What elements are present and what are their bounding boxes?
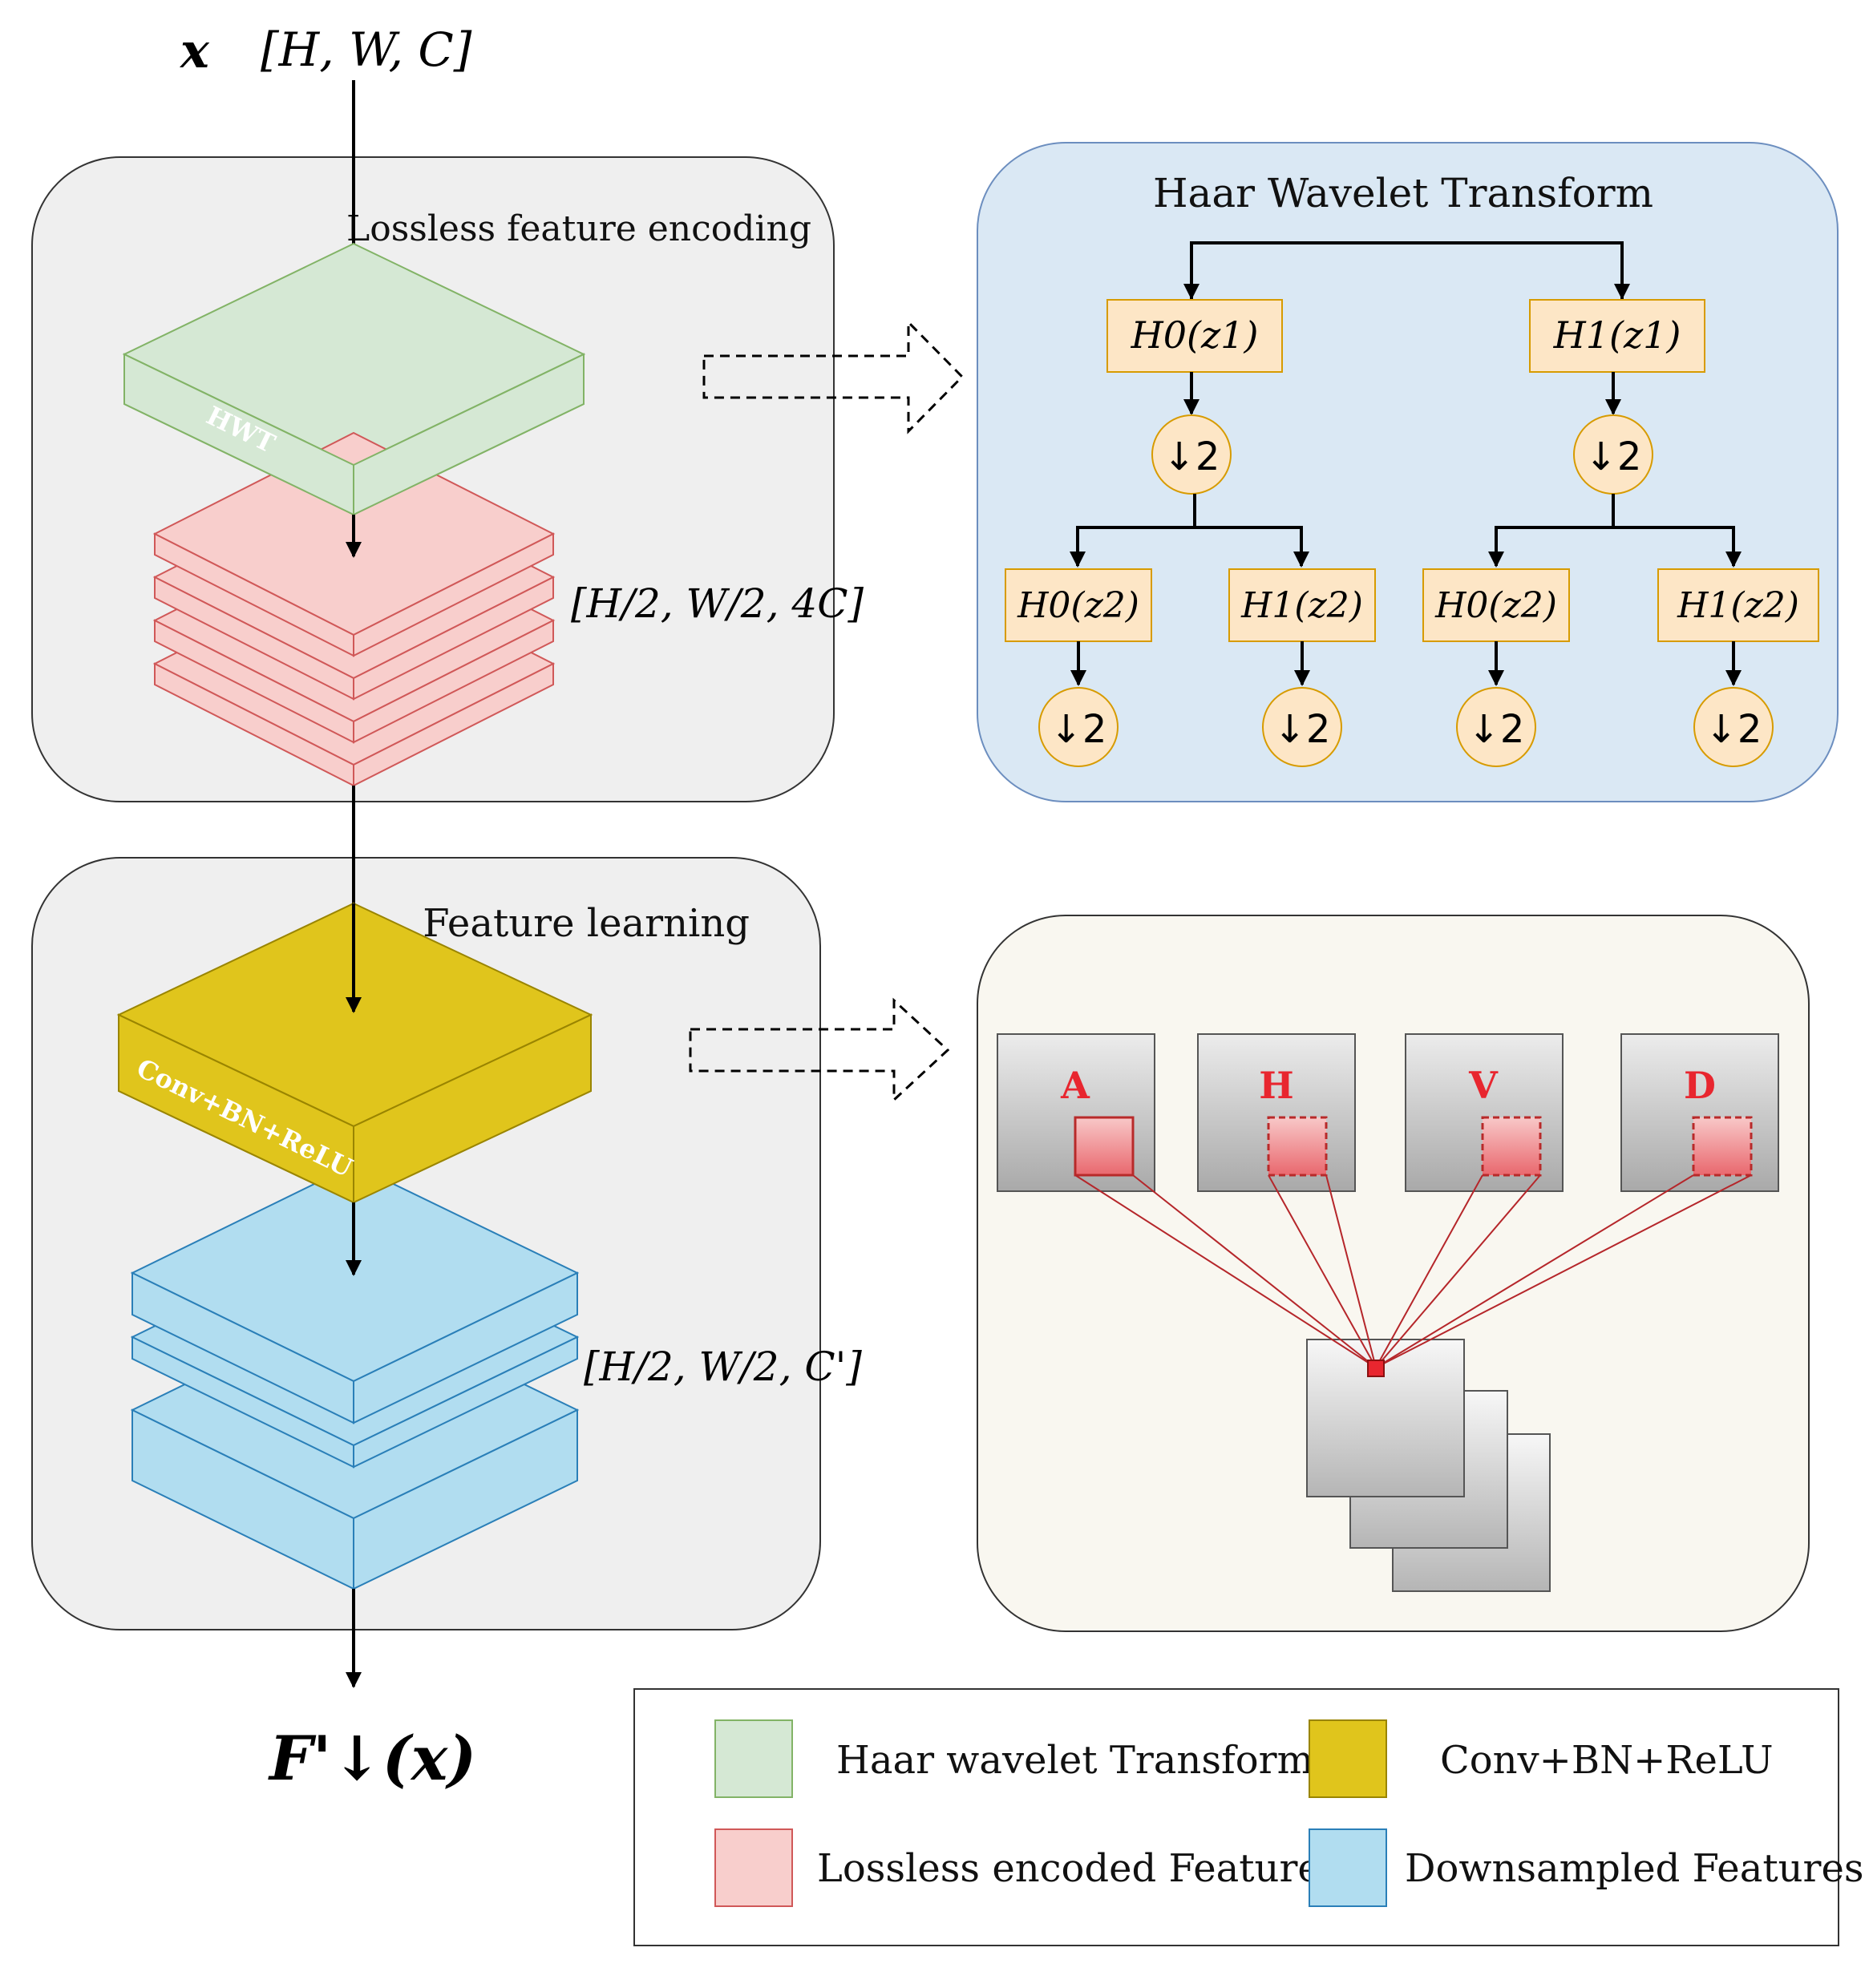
svg-text:H0(z1): H0(z1) (1131, 313, 1259, 357)
svg-text:↓2: ↓2 (1705, 707, 1762, 752)
lossless-features-stack: HWT (123, 353, 585, 787)
svg-text:Conv+BN+ReLU: Conv+BN+ReLU (1440, 1738, 1774, 1783)
svg-text:H1(z2): H1(z2) (1240, 585, 1363, 626)
downsample-l2-b: ↓2 (1262, 687, 1342, 767)
legend-item-conv: Conv+BN+ReLU (1309, 1719, 1774, 1798)
svg-text:↓2: ↓2 (1163, 434, 1220, 479)
band-h-label: H (1259, 1064, 1293, 1107)
input-variable: x (179, 23, 210, 79)
legend-box (633, 1688, 1839, 1946)
output-label: F'↓(x) (268, 1723, 476, 1794)
subband-connections (1074, 1174, 1752, 1368)
dashed-arrow-encoding (702, 319, 965, 434)
haar-panel-title: Haar Wavelet Transform (1153, 170, 1653, 216)
band-v-label: V (1468, 1064, 1499, 1107)
filter-h0-z2-c: H0(z2) (1422, 568, 1570, 642)
legend-item-hwt: Haar wavelet Transform (714, 1719, 1313, 1798)
band-d-label: D (1684, 1064, 1716, 1107)
band-a: A (997, 1033, 1155, 1192)
filter-h0-z2-a: H0(z2) (1005, 568, 1152, 642)
svg-text:H1(z1): H1(z1) (1553, 313, 1681, 357)
downsample-l1-left: ↓2 (1151, 414, 1232, 495)
legend-item-downsampled: Downsampled Features (1309, 1828, 1864, 1907)
downsample-l1-right: ↓2 (1573, 414, 1653, 495)
downsample-l2-d: ↓2 (1693, 687, 1774, 767)
output-pixel (1367, 1360, 1385, 1377)
encoding-panel-title: Lossless feature encoding (346, 208, 811, 249)
filter-h1-z2-d: H1(z2) (1657, 568, 1819, 642)
svg-text:↓2: ↓2 (1274, 707, 1331, 752)
learning-shape-label: [H/2, W/2, C'] (584, 1344, 862, 1390)
encoding-shape-label: [H/2, W/2, 4C] (571, 580, 864, 627)
svg-text:H0(z2): H0(z2) (1434, 585, 1557, 626)
downsample-l2-c: ↓2 (1456, 687, 1536, 767)
svg-text:H0(z2): H0(z2) (1017, 585, 1139, 626)
svg-text:↓2: ↓2 (1468, 707, 1525, 752)
svg-text:↓2: ↓2 (1585, 434, 1642, 479)
svg-text:H1(z2): H1(z2) (1677, 585, 1799, 626)
svg-text:Downsampled Features: Downsampled Features (1405, 1846, 1864, 1891)
filter-h1-z1: H1(z1) (1529, 299, 1705, 373)
band-h: H (1197, 1033, 1356, 1192)
downsample-l2-a: ↓2 (1038, 687, 1119, 767)
legend-item-lossless: Lossless encoded Features (714, 1828, 1340, 1907)
learning-panel-title: Feature learning (423, 901, 750, 946)
svg-text:↓2: ↓2 (1050, 707, 1107, 752)
input-shape: [H, W, C] (261, 22, 472, 77)
filter-h1-z2-b: H1(z2) (1228, 568, 1376, 642)
subband-panel (977, 915, 1810, 1632)
filter-h0-z1: H0(z1) (1106, 299, 1283, 373)
band-d: D (1620, 1033, 1779, 1192)
dashed-arrow-learning (689, 997, 950, 1103)
band-a-label: A (1060, 1064, 1090, 1107)
svg-text:Lossless encoded Features: Lossless encoded Features (817, 1846, 1340, 1891)
band-v: V (1405, 1033, 1564, 1192)
output-map-1 (1306, 1339, 1465, 1497)
svg-text:Haar wavelet Transform: Haar wavelet Transform (836, 1738, 1313, 1783)
